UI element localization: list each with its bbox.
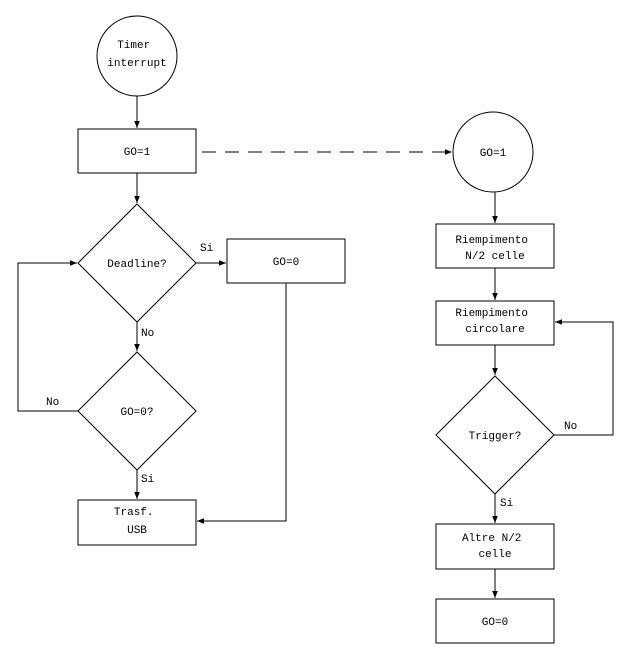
label-gocheck-no: No	[46, 397, 59, 409]
edge-go0-to-transfer	[197, 283, 287, 524]
svg-text:Altre N/2 celle: Altre N/2 celle	[462, 533, 528, 561]
node-fill-half: Riempimento N/2 celle	[435, 223, 555, 269]
edge-trigger-no-loop	[554, 319, 614, 436]
node-go-check-decision: GO=0?	[77, 351, 197, 471]
svg-text:GO=0: GO=0	[273, 257, 299, 269]
node-usb-transfer: Trasf. USB	[77, 499, 197, 546]
svg-text:Deadline?: Deadline?	[107, 259, 166, 271]
svg-text:Timer interrupt: Timer interrupt	[107, 40, 166, 70]
label-deadline-no: No	[141, 328, 154, 340]
node-other-cells: Altre N/2 celle	[435, 523, 555, 570]
svg-text:Riempimento N/2 celle: Riempimento N/2 celle	[455, 235, 534, 263]
svg-text:GO=0: GO=0	[482, 617, 508, 629]
svg-text:GO=0?: GO=0?	[120, 407, 153, 419]
svg-text:Trigger?: Trigger?	[469, 431, 522, 443]
node-go-reset-left: GO=0	[226, 238, 346, 284]
svg-text:Trasf. USB: Trasf. USB	[114, 507, 160, 537]
svg-text:GO=1: GO=1	[124, 147, 151, 159]
node-go-reset-right: GO=0	[435, 598, 555, 644]
node-deadline-decision: Deadline?	[77, 203, 197, 323]
node-trigger-decision: Trigger?	[435, 375, 555, 495]
svg-text:Riempimento circolare: Riempimento circolare	[455, 308, 534, 336]
edge-gocheck-no-loop	[17, 260, 78, 412]
label-gocheck-yes: Si	[141, 474, 155, 486]
node-timer-interrupt: Timer interrupt	[96, 15, 178, 97]
label-trigger-yes: Si	[500, 498, 514, 510]
node-go-set-right: GO=1	[452, 111, 534, 193]
node-fill-circular: Riempimento circolare	[435, 300, 555, 346]
label-deadline-yes: Si	[200, 243, 214, 255]
node-go-set-left: GO=1	[77, 128, 197, 174]
svg-text:GO=1: GO=1	[480, 148, 507, 160]
label-trigger-no: No	[564, 421, 577, 433]
